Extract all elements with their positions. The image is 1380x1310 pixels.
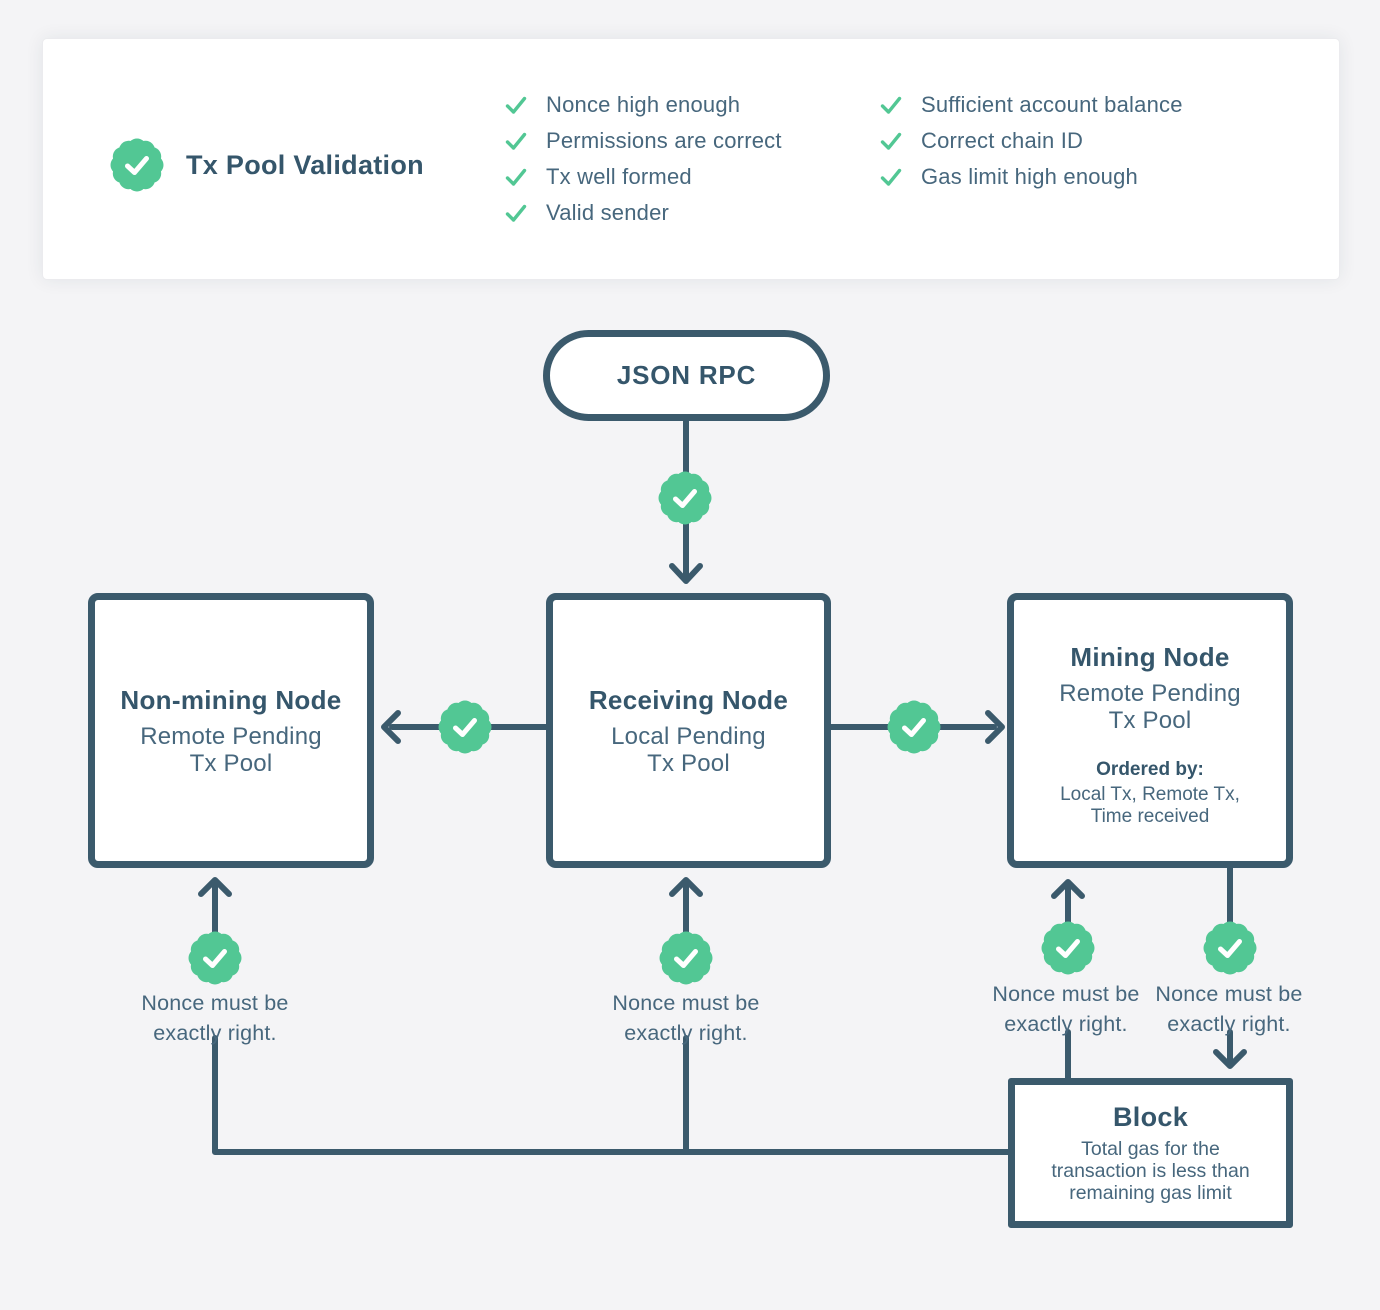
block-body: Total gas for the transaction is less th… (1051, 1138, 1250, 1204)
checkmark-icon (504, 201, 528, 225)
checkmark-icon (504, 129, 528, 153)
json-rpc-node: JSON RPC (543, 330, 830, 421)
mining-node-subtitle: Remote Pending Tx Pool (1059, 680, 1241, 734)
nonce-note: Nonce must be exactly right. (992, 982, 1140, 1036)
non-mining-node-title: Non-mining Node (120, 684, 342, 715)
receiving-node-title: Receiving Node (588, 684, 789, 715)
validation-card-title: Tx Pool Validation (186, 149, 424, 180)
checklist-item: Permissions are correct (504, 123, 782, 159)
nonce-note: Nonce must be exactly right. (1155, 982, 1303, 1036)
mining-node-box: Mining Node Remote Pending Tx Pool Order… (1007, 593, 1293, 868)
validation-checklist-column-2: Sufficient account balance Correct chain… (879, 87, 1183, 195)
checklist-item: Valid sender (504, 195, 782, 231)
mining-ordered-by-value: Local Tx, Remote Tx, Time received (1060, 784, 1240, 827)
seal-check-icon (1203, 921, 1257, 975)
arrow-down-icon (669, 563, 703, 584)
arrow-down-icon (1213, 1049, 1247, 1069)
arrow-left-icon (381, 710, 401, 744)
seal-check-icon (188, 931, 242, 985)
checklist-item: Nonce high enough (504, 87, 782, 123)
checklist-item: Correct chain ID (879, 123, 1183, 159)
seal-check-icon (658, 471, 712, 525)
nonce-note: Nonce must be exactly right. (141, 991, 289, 1045)
checklist-item-label: Permissions are correct (546, 128, 782, 153)
non-mining-node-box: Non-mining Node Remote Pending Tx Pool (88, 593, 374, 868)
mining-ordered-by-label: Ordered by: (1096, 759, 1204, 780)
arrow-up-icon (198, 877, 232, 897)
checkmark-icon (504, 165, 528, 189)
checkmark-icon (879, 93, 903, 117)
checkmark-icon (504, 93, 528, 117)
connector-mining-right-into-block (1213, 1029, 1247, 1069)
connector-bottom-bus-to-block (212, 1035, 1013, 1155)
validation-checklist-column-1: Nonce high enough Permissions are correc… (504, 87, 782, 231)
seal-check-icon (438, 700, 492, 754)
arrow-up-icon (669, 877, 703, 897)
checklist-item-label: Gas limit high enough (921, 164, 1138, 189)
block-title: Block (1112, 1102, 1189, 1132)
checklist-item: Tx well formed (504, 159, 782, 195)
connector-up-into-mining (1051, 879, 1085, 927)
checklist-item-label: Nonce high enough (546, 92, 741, 117)
nonce-note: Nonce must be exactly right. (612, 991, 760, 1045)
seal-check-icon (1041, 921, 1095, 975)
block-box: Block Total gas for the transaction is l… (1008, 1078, 1293, 1228)
checklist-item-label: Correct chain ID (921, 128, 1084, 153)
mining-node-title: Mining Node (1070, 642, 1230, 672)
checklist-item-label: Sufficient account balance (921, 92, 1183, 117)
checklist-item: Sufficient account balance (879, 87, 1183, 123)
receiving-node-subtitle: Local Pending Tx Pool (611, 722, 766, 777)
connector-up-into-receiving (669, 877, 703, 939)
arrow-up-icon (1051, 879, 1085, 899)
checkmark-icon (879, 165, 903, 189)
validation-card: Tx Pool Validation Nonce high enough Per… (42, 38, 1340, 280)
checklist-item: Gas limit high enough (879, 159, 1183, 195)
json-rpc-label: JSON RPC (616, 360, 757, 390)
checklist-item-label: Tx well formed (546, 164, 692, 189)
validation-card-header: Tx Pool Validation (110, 138, 424, 192)
seal-check-icon (110, 138, 164, 192)
checklist-item-label: Valid sender (546, 200, 670, 225)
receiving-node-box: Receiving Node Local Pending Tx Pool (546, 593, 831, 868)
non-mining-node-subtitle: Remote Pending Tx Pool (140, 722, 322, 777)
arrow-right-icon (985, 710, 1005, 744)
connector-up-into-nonmining (198, 877, 232, 939)
seal-check-icon (887, 700, 941, 754)
seal-check-icon (659, 931, 713, 985)
checkmark-icon (879, 129, 903, 153)
